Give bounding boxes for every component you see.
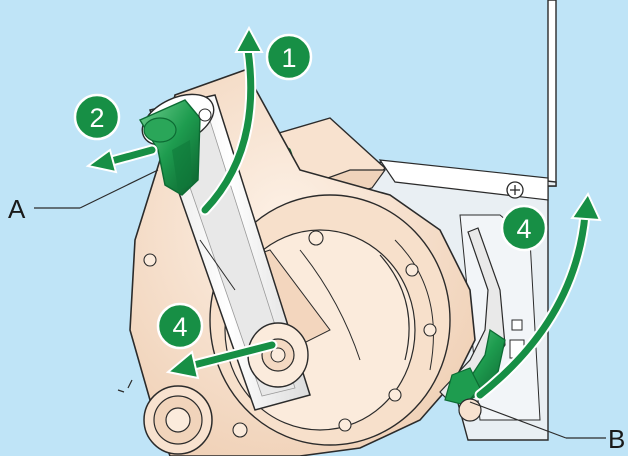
drive-gear: [117, 379, 213, 455]
step-marker-icon: 4: [500, 204, 548, 252]
callout-label-a: A: [8, 194, 26, 224]
curved-arrow-icon: [199, 25, 264, 216]
step-number: 1: [281, 43, 296, 73]
callout-line-a: [79, 169, 159, 209]
screw-icon: [506, 181, 524, 199]
straight-arrow-icon: [85, 144, 158, 174]
curved-arrow-icon: [474, 191, 602, 401]
release-lever: [439, 227, 506, 422]
step-marker-icon: 1: [265, 33, 313, 81]
step-number: 4: [516, 214, 531, 244]
step-number: 4: [172, 312, 187, 342]
callout-line-b: [469, 401, 567, 439]
step-marker-icon: 2: [73, 93, 121, 141]
step-number: 2: [89, 103, 104, 133]
tension-knob: [138, 99, 212, 196]
straight-arrow-icon: [165, 339, 278, 380]
step-marker-icon: 4: [156, 302, 204, 350]
callout-label-b: B: [608, 424, 625, 454]
